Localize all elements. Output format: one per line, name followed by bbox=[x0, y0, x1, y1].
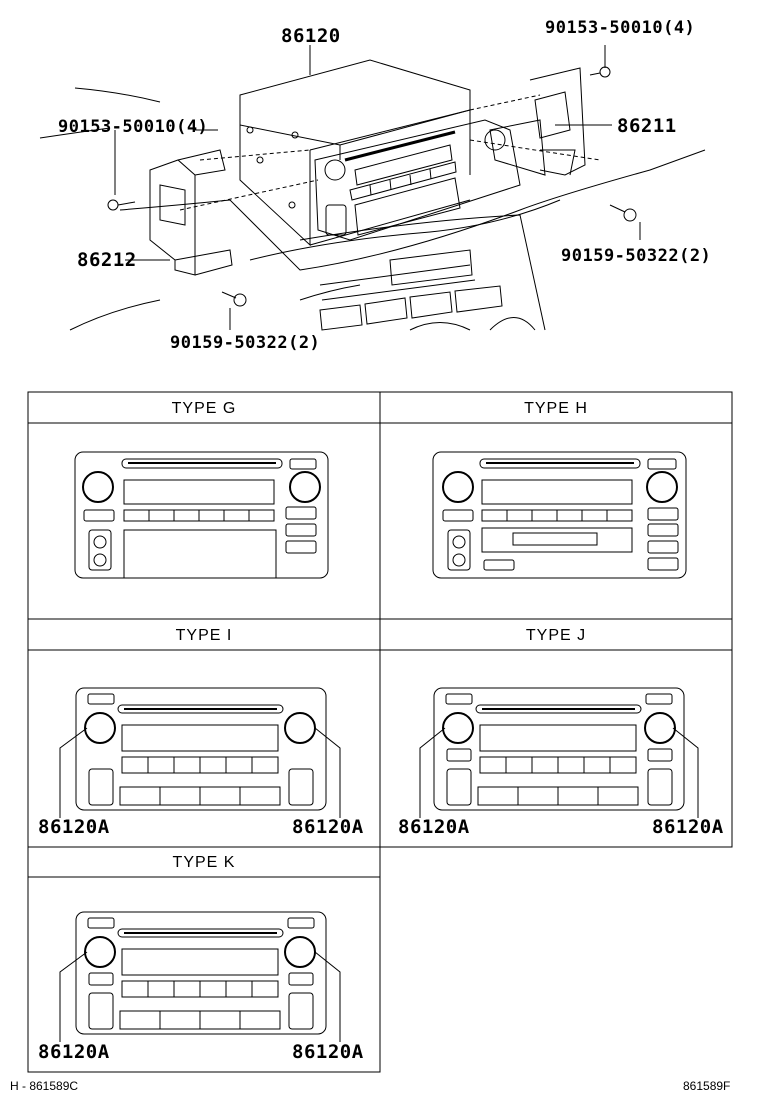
faceplate-type-h bbox=[432, 451, 687, 579]
panel-title-type-g: TYPE G bbox=[172, 400, 237, 417]
callout-86120: 86120 bbox=[281, 25, 341, 47]
knob-label-i-left: 86120A bbox=[38, 816, 110, 838]
faceplate-type-g bbox=[74, 451, 329, 579]
knob-label-k-left: 86120A bbox=[38, 1041, 110, 1063]
footer-left-code: H - 861589C bbox=[10, 1079, 78, 1093]
head-unit-86120 bbox=[179, 59, 601, 247]
callout-bolt-right: 90159-50322(2) bbox=[561, 246, 711, 266]
climate-panel bbox=[299, 214, 546, 331]
exploded-view bbox=[39, 45, 706, 331]
knob-label-i-right: 86120A bbox=[292, 816, 364, 838]
bracket-86211 bbox=[489, 66, 637, 222]
faceplate-type-i bbox=[59, 687, 341, 818]
faceplate-type-j bbox=[419, 687, 699, 818]
panel-title-type-i: TYPE I bbox=[176, 627, 233, 644]
callout-bolt-bottom: 90159-50322(2) bbox=[170, 333, 320, 353]
panel-title-type-j: TYPE J bbox=[526, 627, 586, 644]
panel-title-type-k: TYPE K bbox=[173, 854, 236, 871]
footer-right-code: 861589F bbox=[683, 1079, 730, 1093]
type-table bbox=[27, 391, 733, 1073]
panel-title-type-h: TYPE H bbox=[524, 400, 588, 417]
callout-screw-top-right: 90153-50010(4) bbox=[545, 18, 695, 38]
knob-label-j-left: 86120A bbox=[398, 816, 470, 838]
bolt-icon bbox=[233, 293, 247, 307]
callout-86212: 86212 bbox=[77, 249, 137, 271]
callout-86211: 86211 bbox=[617, 115, 677, 137]
faceplate-type-k bbox=[59, 911, 341, 1042]
bracket-86212 bbox=[107, 149, 233, 276]
callout-screw-top-left: 90153-50010(4) bbox=[58, 117, 208, 137]
knob-label-k-right: 86120A bbox=[292, 1041, 364, 1063]
knob-label-j-right: 86120A bbox=[652, 816, 724, 838]
